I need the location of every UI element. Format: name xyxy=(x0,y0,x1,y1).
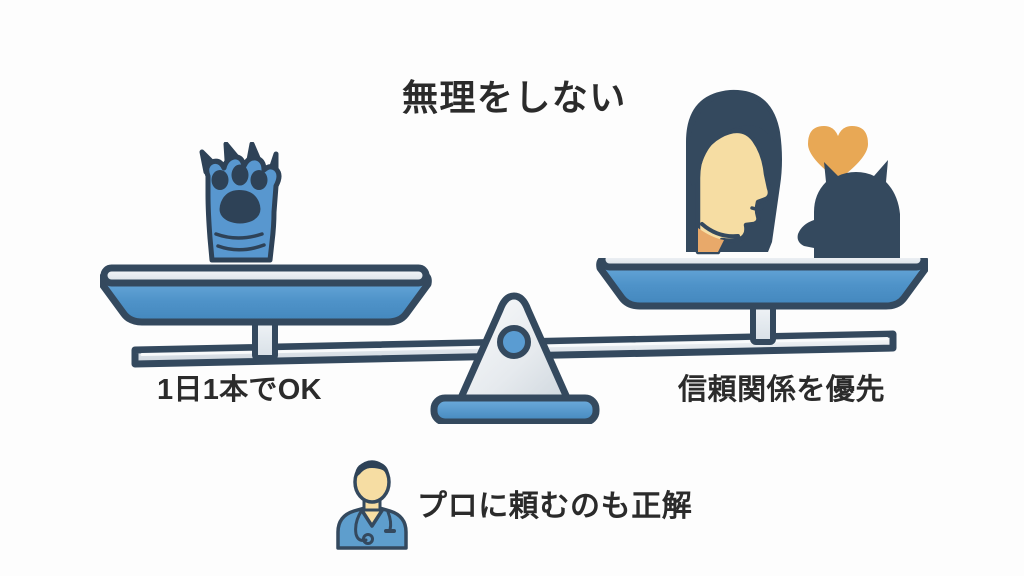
left-pan-label: 1日1本でOK xyxy=(157,374,322,406)
cat-paw-icon xyxy=(199,142,282,263)
paw-pads xyxy=(211,164,268,224)
woman-profile-icon xyxy=(686,89,782,255)
veterinarian-avatar-icon xyxy=(336,460,408,550)
woman-heart-cat-icon xyxy=(686,89,900,258)
cat-silhouette-icon xyxy=(797,160,900,258)
right-pan-label: 信頼関係を優先 xyxy=(678,374,886,406)
footer-label: プロに頼むのも正解 xyxy=(417,490,693,523)
scale-fulcrum xyxy=(456,292,572,404)
heart-icon xyxy=(808,126,868,180)
scale-base xyxy=(430,394,600,424)
balance-scale-graphic xyxy=(100,258,928,424)
right-pan xyxy=(596,258,928,310)
pivot-dot xyxy=(497,325,531,359)
page-title: 無理をしない xyxy=(402,77,627,118)
left-pan xyxy=(100,264,432,326)
